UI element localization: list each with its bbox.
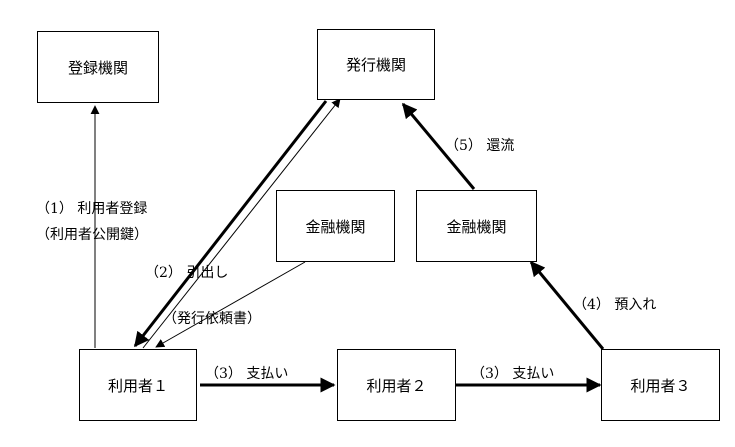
payment-label-1: （3） 支払い: [205, 366, 289, 382]
registration-key-label: （利用者公開鍵）: [36, 227, 148, 243]
issue-request-label: （発行依頼書）: [163, 311, 261, 327]
financial-org-1-label: 金融機関: [305, 217, 366, 236]
registration-org-box: 登録機関: [37, 31, 159, 103]
registration-org-label: 登録機関: [67, 58, 128, 77]
financial-org-2-label: 金融機関: [446, 217, 507, 236]
issuing-org-box: 発行機関: [317, 29, 435, 100]
financial-org-2-box: 金融機関: [416, 190, 537, 262]
return-label: （5） 還流: [445, 138, 515, 154]
withdrawal-arrow: [133, 100, 328, 348]
user-2-label: 利用者２: [366, 376, 427, 395]
issuing-org-label: 発行機関: [345, 56, 406, 74]
registration-step-label: （1） 利用者登録: [36, 201, 148, 217]
deposit-label: （4） 預入れ: [573, 297, 657, 313]
payment-label-2: （3） 支払い: [471, 366, 555, 382]
user-3-label: 利用者３: [630, 376, 691, 395]
withdrawal-label: （2） 引出し: [145, 265, 229, 281]
user-2-box: 利用者２: [337, 349, 456, 421]
issue-request-arrow: [142, 98, 341, 349]
financial-org-1-box: 金融機関: [276, 190, 395, 262]
deposit-arrow: [529, 260, 605, 350]
financial-org-1-arrow: [155, 261, 306, 348]
user-1-label: 利用者１: [107, 376, 168, 395]
user-3-box: 利用者３: [601, 349, 720, 421]
user-1-box: 利用者１: [79, 349, 197, 421]
return-arrow: [401, 102, 476, 190]
